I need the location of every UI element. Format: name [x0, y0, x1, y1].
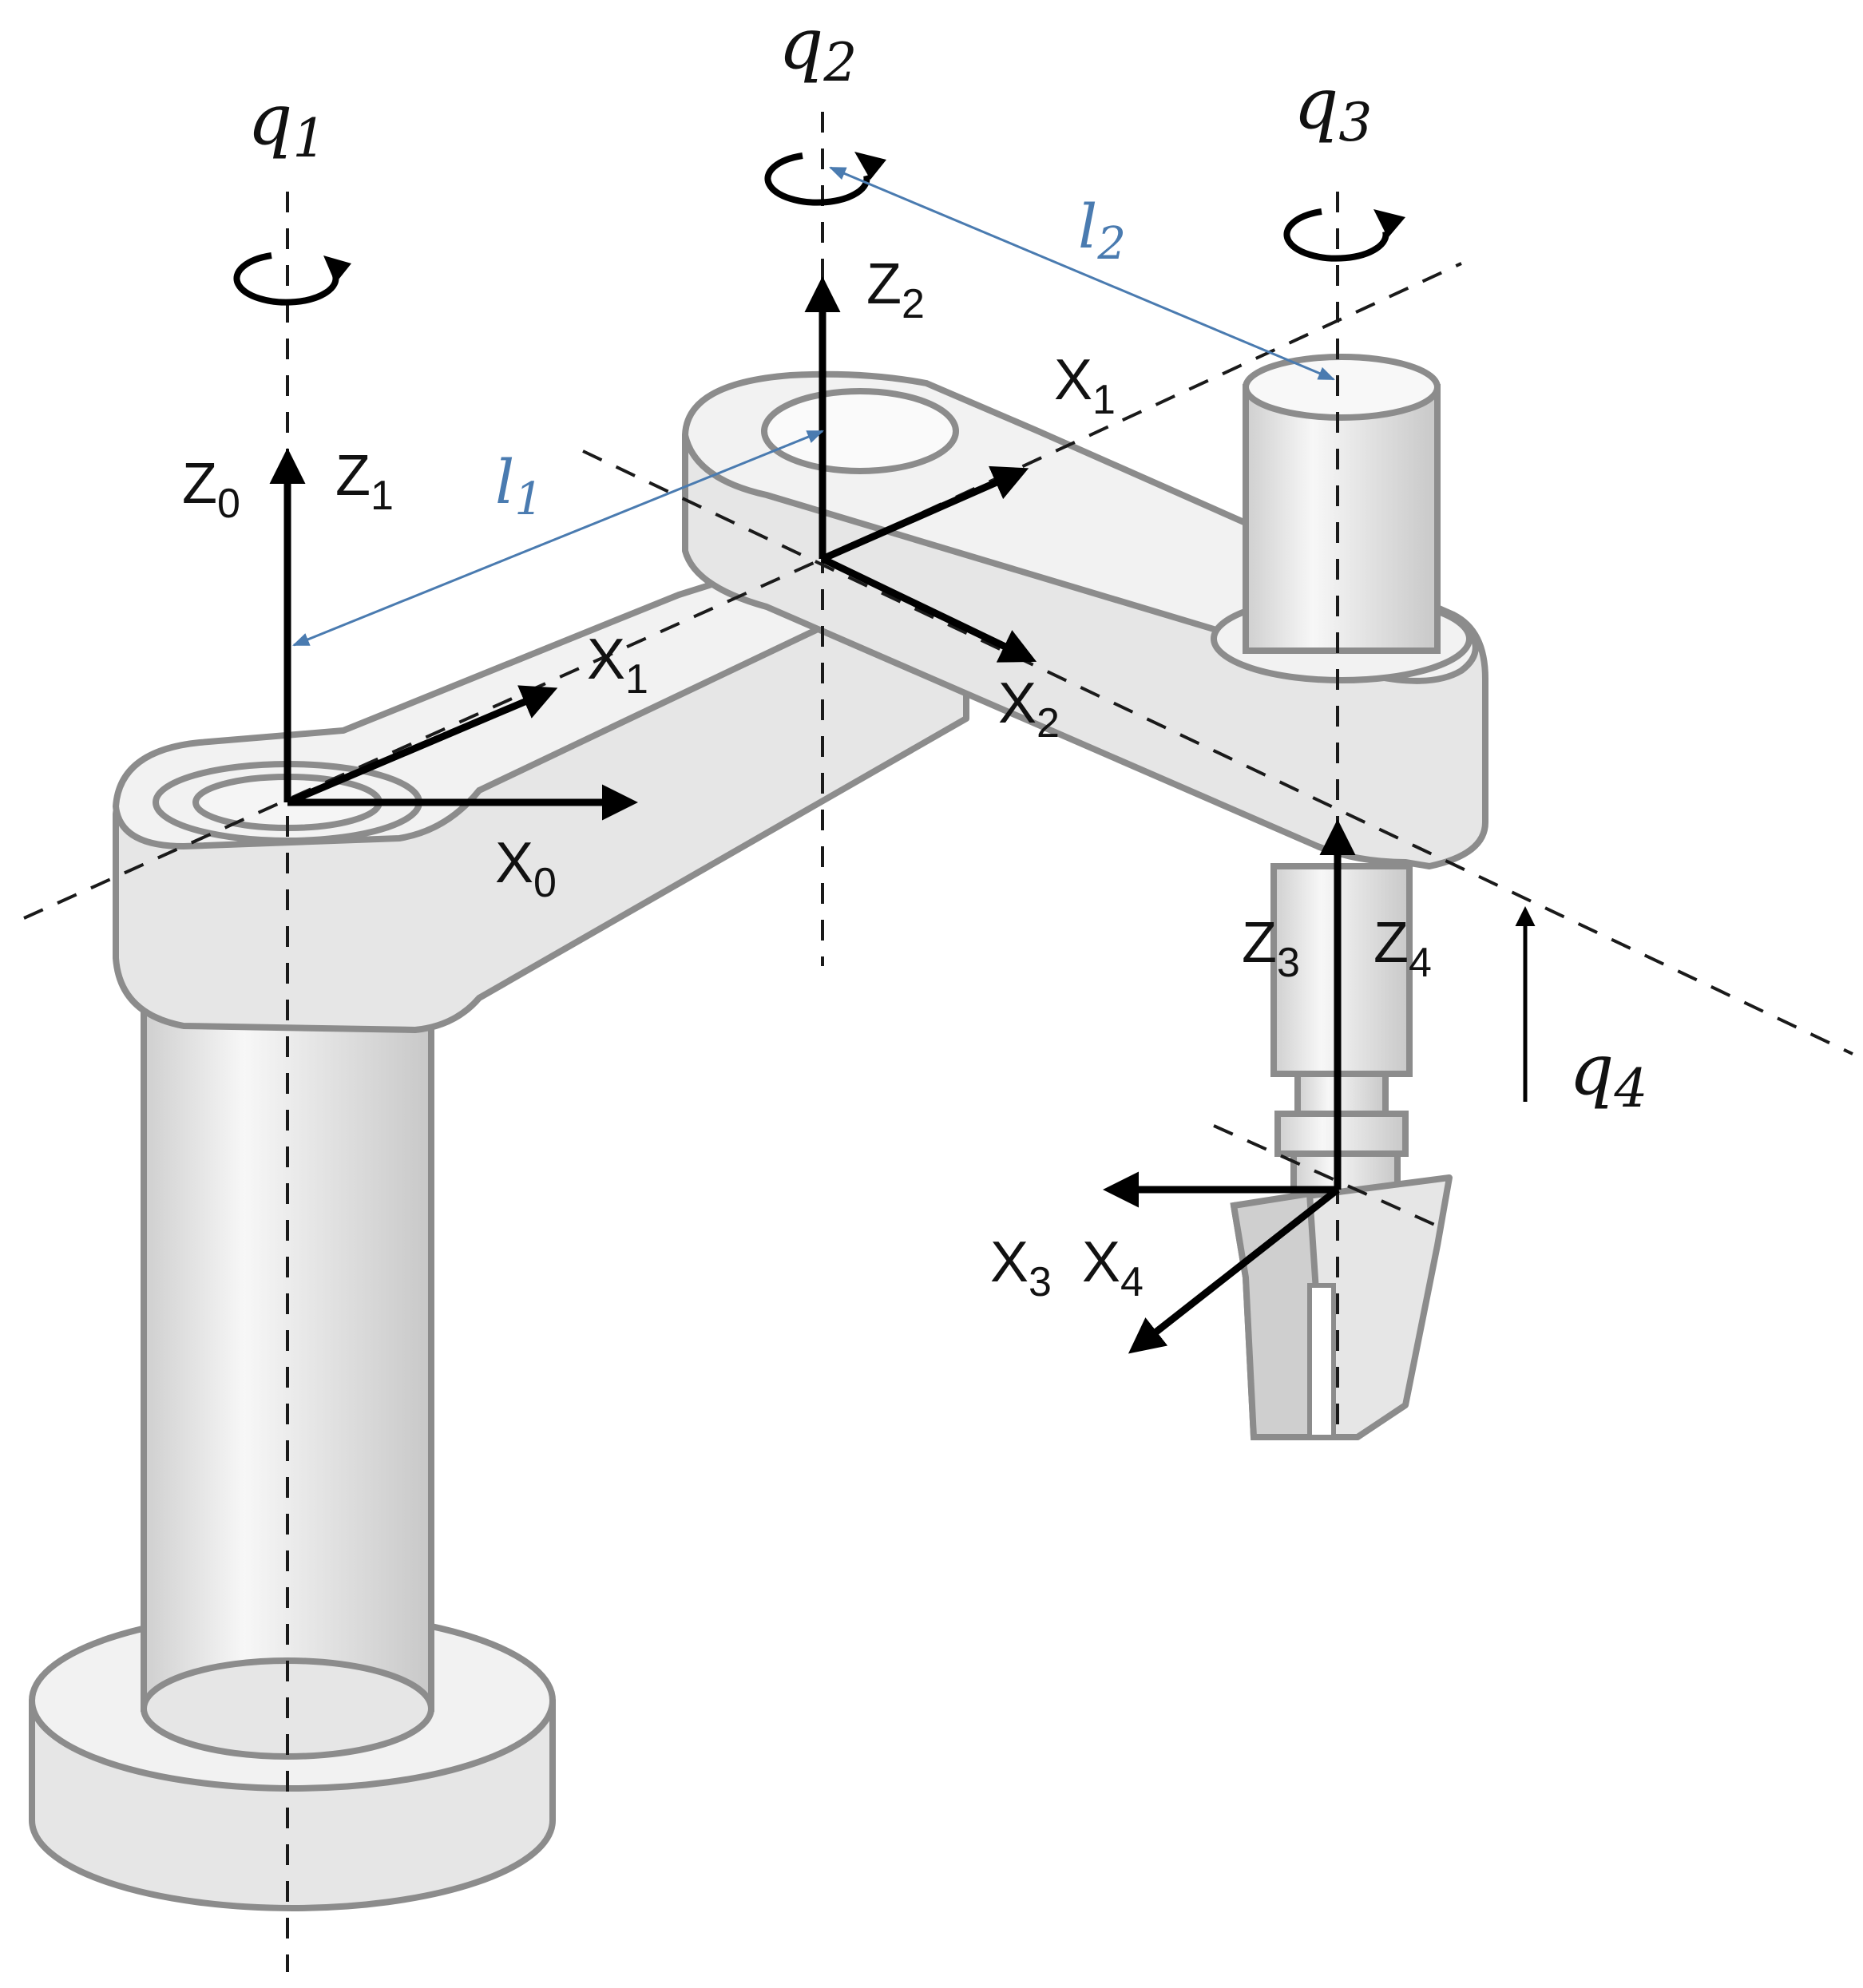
arrow-x2: [821, 555, 1037, 663]
arrow-x1-upper: [821, 465, 1029, 563]
label-z0: Z0: [182, 452, 240, 527]
dimension-lines: [292, 166, 1335, 647]
dimension-l2: [829, 166, 1335, 381]
rotation-icon-q2: [764, 152, 886, 206]
label-x1-upper: X1: [1054, 348, 1116, 423]
rotation-icon-q3: [1283, 208, 1405, 262]
label-x2: X2: [998, 671, 1060, 746]
label-z1: Z1: [335, 444, 394, 519]
shaft-q3: [1243, 354, 1441, 654]
label-z3: Z3: [1242, 911, 1300, 986]
arrow-x4: [1128, 1186, 1340, 1354]
label-q3: q3: [1294, 62, 1372, 153]
label-q4: q4: [1569, 1028, 1647, 1119]
label-z4: Z4: [1373, 911, 1432, 986]
label-x3: X3: [990, 1230, 1052, 1305]
label-l2: l2: [1078, 191, 1126, 270]
label-x4: X4: [1082, 1230, 1144, 1305]
label-x1-lower: X1: [587, 628, 648, 703]
label-q2: q2: [779, 2, 857, 93]
labels: q1 q2 q3 q4 l1 l2 Z0 Z1 Z2 X0 X1 X1 X2 Z…: [182, 2, 1647, 1305]
label-l1: l1: [495, 446, 543, 525]
label-z2: Z2: [866, 252, 925, 327]
arrow-x1-lower: [286, 685, 558, 806]
axis-gripper-line: [1213, 1124, 1446, 1231]
rotation-icon-q1: [233, 252, 351, 306]
robot-body: [29, 354, 1488, 1911]
label-x0: X0: [495, 831, 557, 906]
label-q1: q1: [248, 78, 326, 169]
dimension-l1: [292, 430, 824, 647]
